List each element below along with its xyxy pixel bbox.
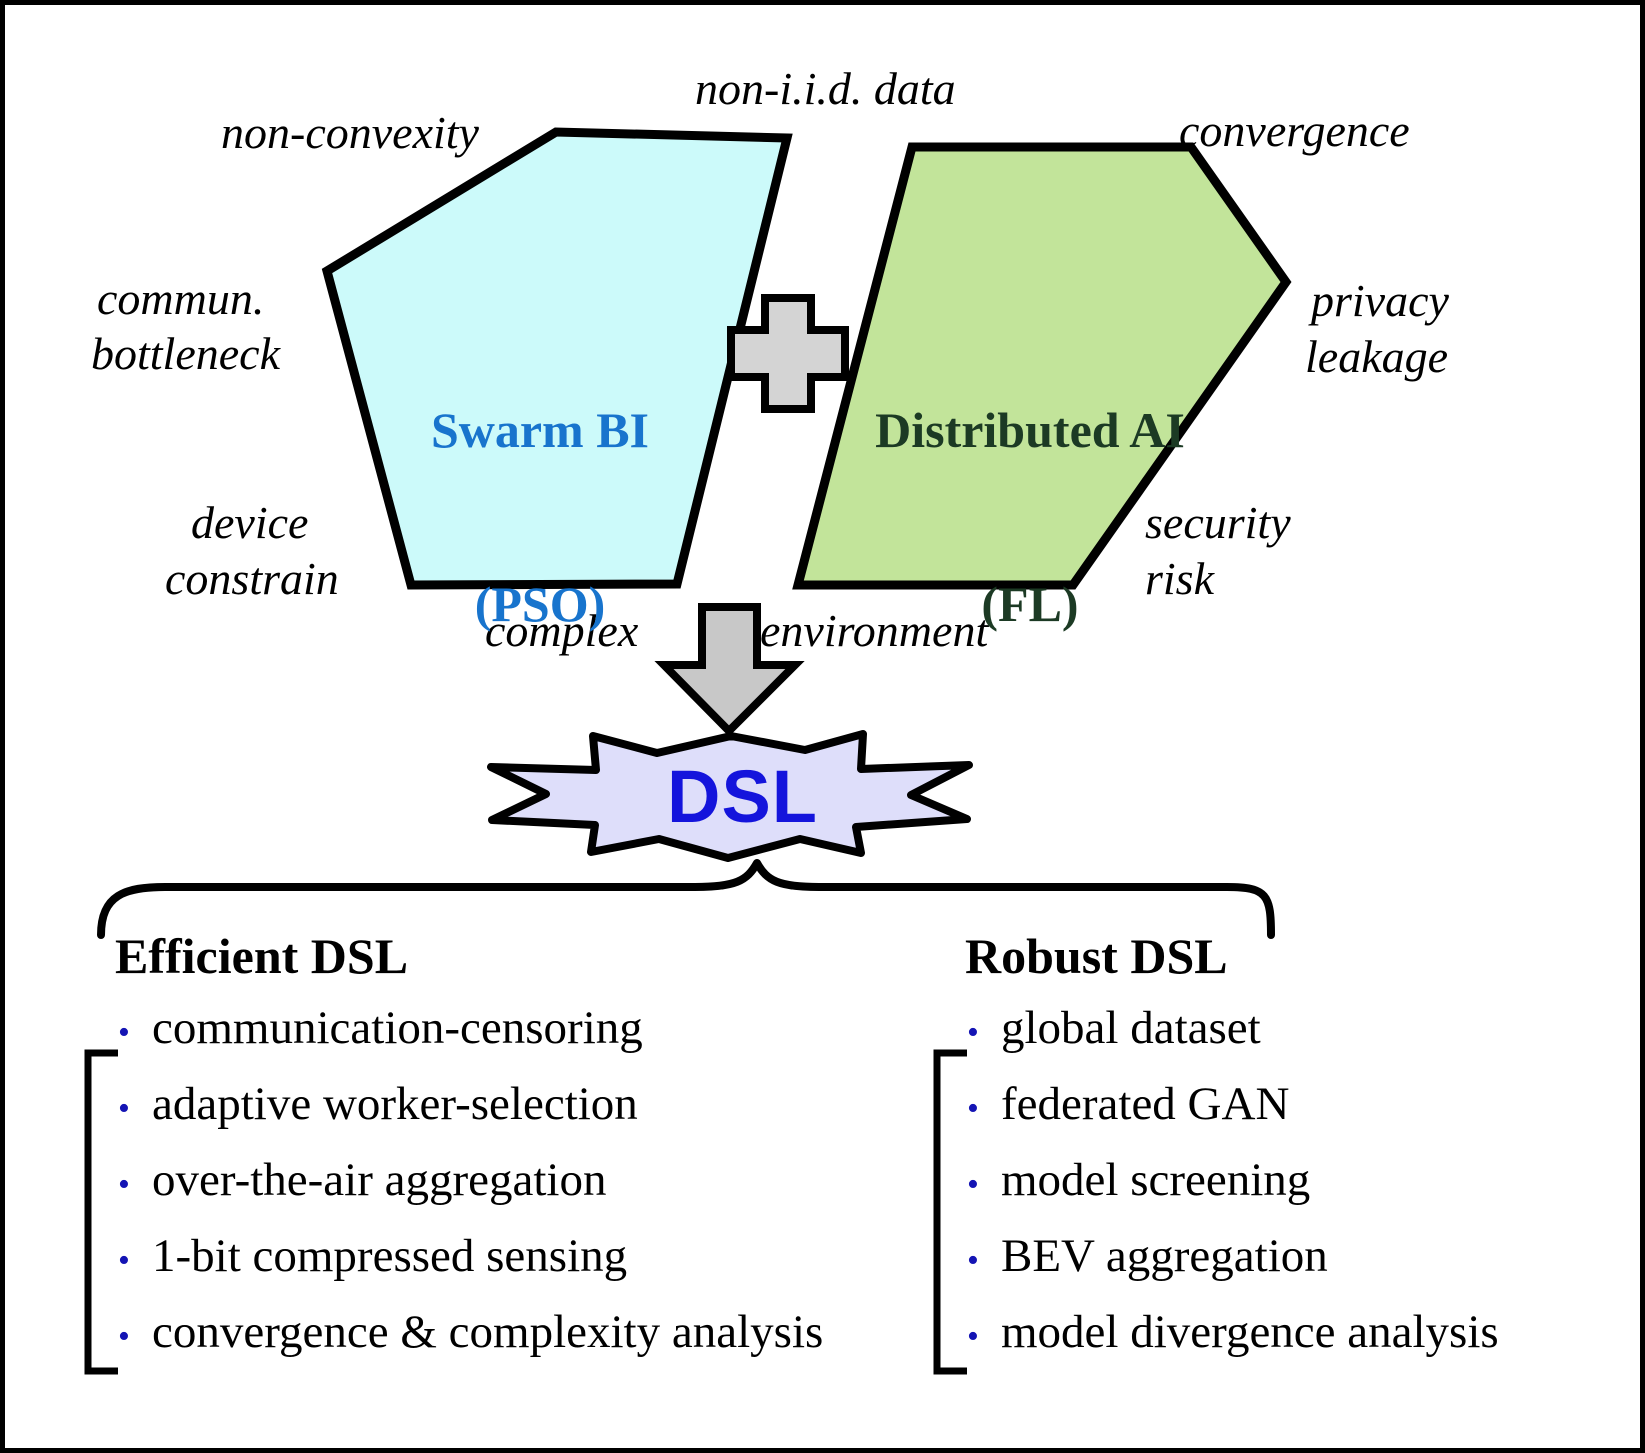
list-item-label: model divergence analysis	[1001, 1306, 1499, 1358]
bullet-icon: •	[118, 1090, 130, 1127]
swarm-bi-line1: Swarm BI	[430, 402, 650, 458]
label-environment: environment	[760, 605, 989, 656]
list-item-label: BEV aggregation	[1001, 1230, 1328, 1282]
list-item-label: federated GAN	[1001, 1078, 1290, 1130]
efficient-dsl-list: • communication-censoring • adaptive wor…	[118, 1005, 823, 1385]
bullet-icon: •	[118, 1014, 130, 1051]
bullet-icon: •	[967, 1166, 979, 1203]
swarm-bi-line2: (PSO)	[474, 576, 606, 632]
brace-connector	[97, 859, 1275, 939]
bullet-icon: •	[118, 1318, 130, 1355]
label-non-iid-data: non-i.i.d. data	[695, 63, 956, 114]
distributed-ai-line2: (FL)	[981, 576, 1079, 632]
bullet-icon: •	[967, 1090, 979, 1127]
list-item-label: communication-censoring	[152, 1002, 643, 1054]
list-item: • BEV aggregation	[967, 1233, 1499, 1309]
list-item-label: global dataset	[1001, 1002, 1261, 1054]
label-non-convexity: non-convexity	[221, 107, 479, 158]
list-item-label: 1-bit compressed sensing	[152, 1230, 628, 1282]
list-item: • model screening	[967, 1157, 1499, 1233]
plus-icon	[727, 294, 849, 413]
list-item: • convergence & complexity analysis	[118, 1309, 823, 1385]
label-convergence: convergence	[1179, 105, 1410, 156]
label-device-constrain-line1: device	[191, 497, 309, 548]
left-list-bracket	[84, 1049, 118, 1375]
label-privacy-leakage-line2: leakage	[1305, 331, 1449, 382]
label-complex: complex	[485, 605, 639, 656]
list-item: • federated GAN	[967, 1081, 1499, 1157]
bullet-icon: •	[118, 1242, 130, 1279]
bullet-icon: •	[118, 1166, 130, 1203]
bullet-icon: •	[967, 1014, 979, 1051]
list-item: • communication-censoring	[118, 1005, 823, 1081]
list-item: • model divergence analysis	[967, 1309, 1499, 1385]
right-list-bracket	[933, 1049, 967, 1375]
robust-dsl-list: • global dataset • federated GAN • model…	[967, 1005, 1499, 1385]
distributed-ai-label: Distributed AI (FL)	[860, 285, 1200, 749]
distributed-ai-line1: Distributed AI	[875, 402, 1185, 458]
bullet-icon: •	[967, 1242, 979, 1279]
swarm-bi-label: Swarm BI (PSO)	[405, 285, 675, 749]
label-security-risk-line2: risk	[1145, 553, 1214, 604]
list-item: • over-the-air aggregation	[118, 1157, 823, 1233]
efficient-dsl-heading: Efficient DSL	[115, 928, 409, 984]
robust-dsl-heading: Robust DSL	[965, 928, 1228, 984]
list-item: • adaptive worker-selection	[118, 1081, 823, 1157]
list-item-label: model screening	[1001, 1154, 1311, 1206]
list-item-label: over-the-air aggregation	[152, 1154, 607, 1206]
list-item: • 1-bit compressed sensing	[118, 1233, 823, 1309]
label-commun-bottleneck-line1: commun.	[97, 273, 265, 324]
list-item-label: convergence & complexity analysis	[152, 1306, 824, 1358]
label-privacy-leakage-line1: privacy	[1311, 275, 1449, 326]
bullet-icon: •	[967, 1318, 979, 1355]
label-commun-bottleneck-line2: bottleneck	[91, 328, 281, 379]
list-item: • global dataset	[967, 1005, 1499, 1081]
dsl-label: DSL	[667, 755, 818, 838]
label-device-constrain-line2: constrain	[165, 553, 339, 604]
list-item-label: adaptive worker-selection	[152, 1078, 638, 1130]
label-security-risk-line1: security	[1145, 497, 1291, 548]
